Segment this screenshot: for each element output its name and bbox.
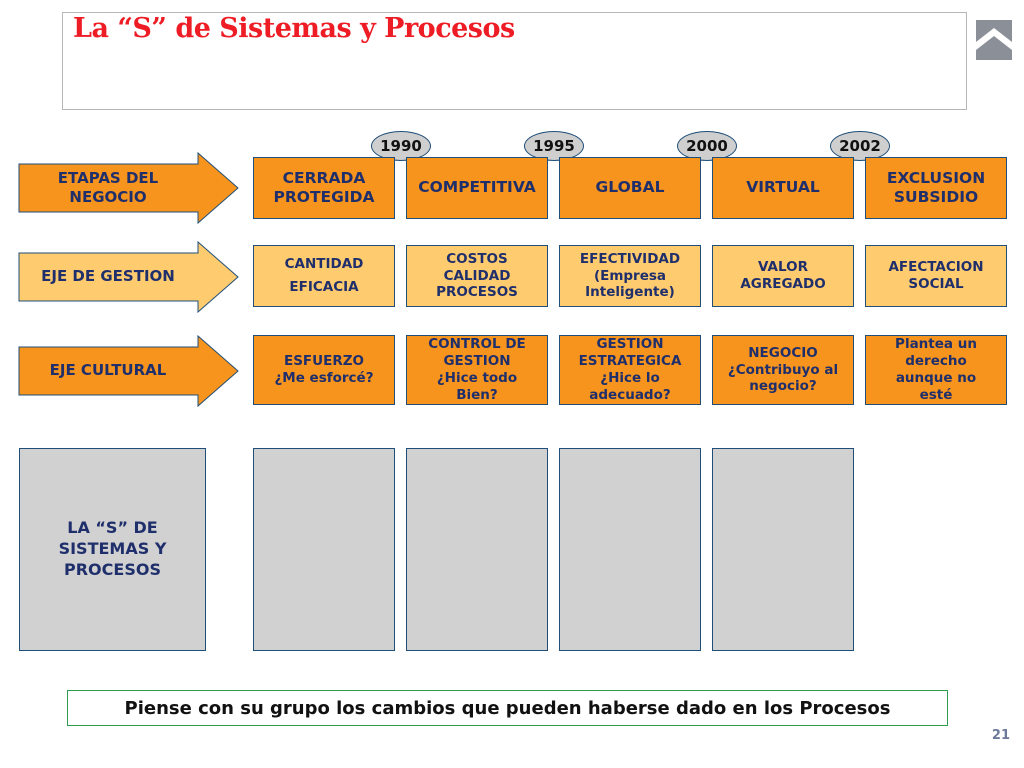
stage-text: EXCLUSION <box>886 168 986 187</box>
sistemas-text: PROCESOS <box>64 559 161 579</box>
etapas-label: ETAPAS DEL NEGOCIO <box>18 152 198 224</box>
cultural-text: NEGOCIO <box>748 344 818 361</box>
stage-exclusion-subsidio: EXCLUSION SUBSIDIO <box>865 157 1007 219</box>
cultural-text: derecho <box>905 353 967 370</box>
stage-text: COMPETITIVA <box>418 178 536 197</box>
gestion-afectacion-social: AFECTACION SOCIAL <box>865 245 1007 307</box>
year-2002: 2002 <box>830 131 890 161</box>
sistemas-empty-box-2002[interactable] <box>712 448 854 651</box>
cultural-text: negocio? <box>749 378 817 395</box>
gestion-text: VALOR <box>758 259 808 276</box>
cultural-plantea-derecho: Plantea un derecho aunque no esté <box>865 335 1007 405</box>
stage-global: GLOBAL <box>559 157 701 219</box>
cultural-text: ESFUERZO <box>283 353 364 370</box>
cultural-esfuerzo: ESFUERZO ¿Me esforcé? <box>253 335 395 405</box>
gestion-costos-calidad: COSTOS CALIDAD PROCESOS <box>406 245 548 307</box>
cultural-text: esté <box>919 386 953 403</box>
cultural-text: ¿Me esforcé? <box>274 370 374 386</box>
page-title: La “S” de Sistemas y Procesos <box>73 13 515 44</box>
gestion-text: CALIDAD <box>443 267 511 284</box>
gestion-text: AGREGADO <box>740 276 826 292</box>
cultural-negocio: NEGOCIO ¿Contribuyo al negocio? <box>712 335 854 405</box>
etapas-arrow: ETAPAS DEL NEGOCIO <box>18 152 240 224</box>
stage-text: CERRADA <box>282 168 366 187</box>
etapas-label-line: ETAPAS DEL <box>57 168 159 187</box>
gestion-text: AFECTACION <box>888 259 984 276</box>
cultural-text: ¿Hice todo <box>436 370 518 386</box>
cultural-text: GESTION <box>596 336 664 353</box>
stage-text: PROTEGIDA <box>273 188 375 206</box>
gestion-text: EFICACIA <box>289 279 359 295</box>
cultural-text: Plantea un <box>895 336 977 353</box>
gestion-text: PROCESOS <box>436 284 518 301</box>
cultural-text: CONTROL DE <box>428 336 526 353</box>
etapas-label-line: NEGOCIO <box>69 188 147 206</box>
cultural-text: adecuado? <box>589 386 671 403</box>
sistemas-empty-box-2000[interactable] <box>559 448 701 651</box>
year-1995: 1995 <box>524 131 584 161</box>
cultural-text: GESTION <box>443 353 511 370</box>
gestion-text: (Empresa <box>593 267 667 284</box>
gestion-label: EJE DE GESTION <box>41 267 175 286</box>
logo-icon <box>976 20 1012 60</box>
cultural-arrow: EJE CULTURAL <box>18 335 240 407</box>
gestion-text: Inteligente) <box>585 284 675 301</box>
sistemas-text: LA “S” DE <box>67 518 158 538</box>
year-2000: 2000 <box>677 131 737 161</box>
gestion-arrow: EJE DE GESTION <box>18 241 240 313</box>
gestion-valor-agregado: VALOR AGREGADO <box>712 245 854 307</box>
cultural-text: ¿Contribuyo al <box>727 361 839 378</box>
cultural-text: ESTRATEGICA <box>578 353 682 370</box>
gestion-cantidad-eficacia: CANTIDAD EFICACIA <box>253 245 395 307</box>
cultural-text: aunque no <box>895 370 977 386</box>
stage-text: SUBSIDIO <box>893 188 979 206</box>
cultural-gestion-estrategica: GESTION ESTRATEGICA ¿Hice lo adecuado? <box>559 335 701 405</box>
cultural-text: Bien? <box>456 386 498 403</box>
stage-competitiva: COMPETITIVA <box>406 157 548 219</box>
gestion-efectividad: EFECTIVIDAD (Empresa Inteligente) <box>559 245 701 307</box>
title-box: La “S” de Sistemas y Procesos <box>62 12 967 110</box>
cultural-text: ¿Hice lo <box>600 370 660 386</box>
sistemas-text: SISTEMAS Y <box>58 539 167 559</box>
gestion-text: COSTOS <box>446 250 508 267</box>
year-1990: 1990 <box>371 131 431 161</box>
stage-cerrada-protegida: CERRADA PROTEGIDA <box>253 157 395 219</box>
gestion-text: CANTIDAD <box>284 256 364 273</box>
cultural-control-gestion: CONTROL DE GESTION ¿Hice todo Bien? <box>406 335 548 405</box>
gestion-text: EFECTIVIDAD <box>579 250 681 267</box>
sistemas-empty-box-1995[interactable] <box>406 448 548 651</box>
footer-prompt: Piense con su grupo los cambios que pued… <box>67 690 948 726</box>
cultural-label: EJE CULTURAL <box>49 361 167 380</box>
sistemas-label-box: LA “S” DE SISTEMAS Y PROCESOS <box>19 448 206 651</box>
gestion-text: SOCIAL <box>908 276 964 292</box>
sistemas-empty-box-1990[interactable] <box>253 448 395 651</box>
page-number: 21 <box>991 728 1010 743</box>
stage-virtual: VIRTUAL <box>712 157 854 219</box>
stage-text: GLOBAL <box>595 178 665 197</box>
stage-text: VIRTUAL <box>746 178 820 197</box>
